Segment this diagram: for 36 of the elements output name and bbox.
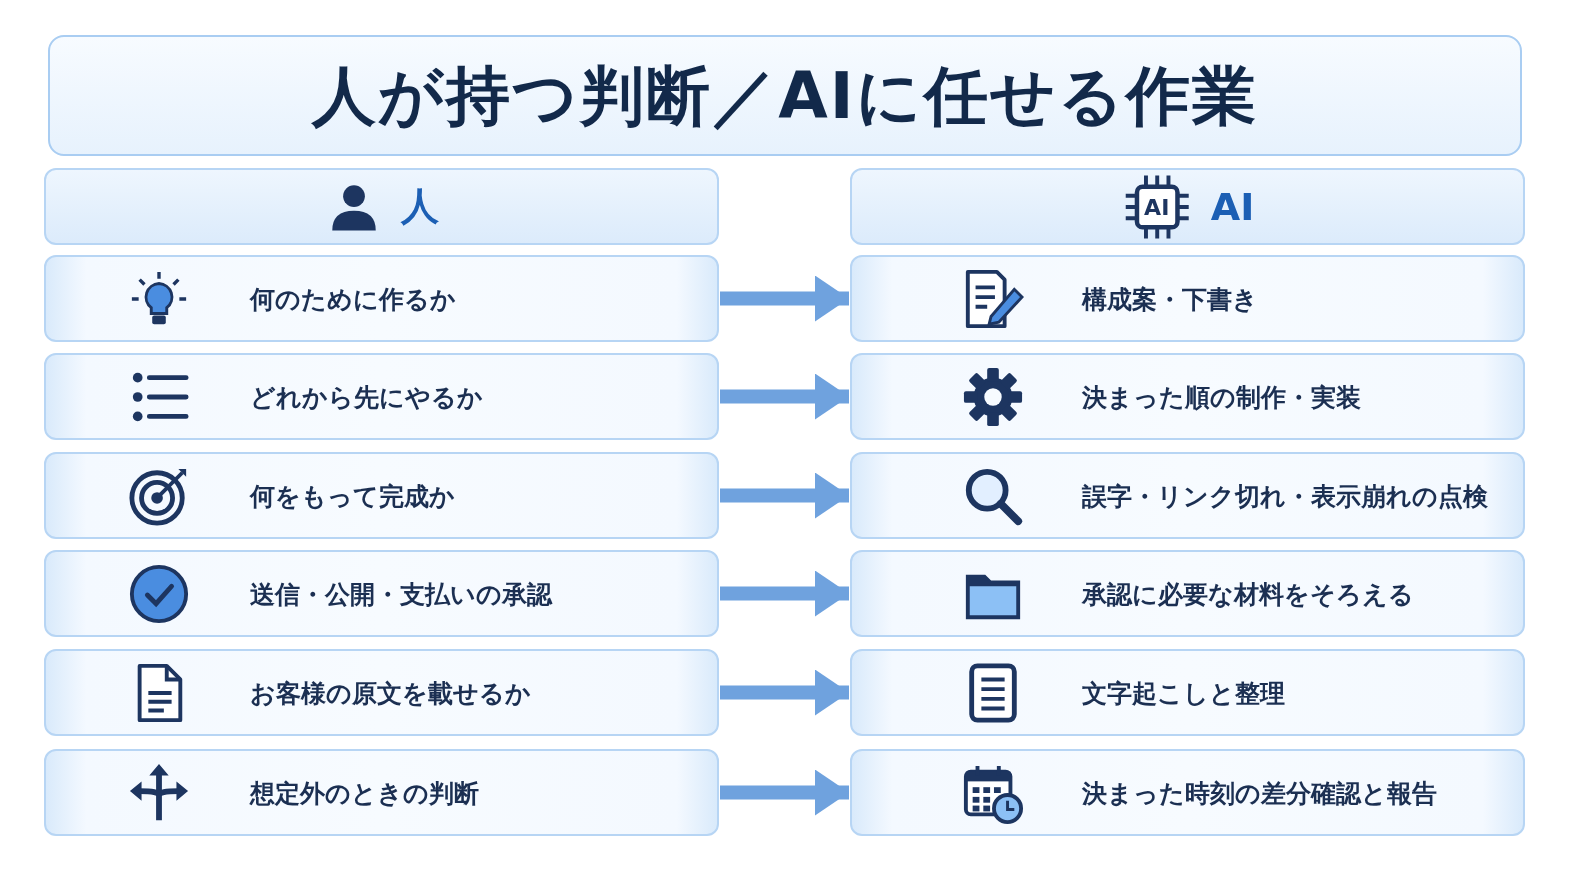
task-text: どれから先にやるか	[250, 381, 483, 413]
task-box	[850, 749, 1525, 836]
task-text: 何をもって完成か	[250, 480, 455, 512]
task-text: 文字起こしと整理	[1082, 677, 1285, 709]
arrow	[720, 669, 849, 716]
task-text: 誤字・リンク切れ・表示崩れの点検	[1082, 480, 1488, 512]
column-heading: AI	[1210, 184, 1255, 229]
task-box	[850, 649, 1525, 736]
column-header	[850, 168, 1525, 245]
column-heading: 人	[400, 183, 439, 230]
task-text: 決まった時刻の差分確認と報告	[1082, 777, 1437, 809]
task-text: 承認に必要な材料をそろえる	[1082, 578, 1414, 610]
task-text: 決まった順の制作・実装	[1082, 381, 1361, 413]
column-header	[44, 168, 719, 245]
title: 人が持つ判断／AIに任せる作業	[312, 57, 1258, 134]
arrow	[720, 570, 849, 617]
task-text: 送信・公開・支払いの承認	[250, 578, 552, 610]
task-box	[44, 649, 719, 736]
task-box	[44, 452, 719, 539]
task-text: 構成案・下書き	[1082, 283, 1258, 315]
arrow	[720, 769, 849, 816]
task-box	[44, 749, 719, 836]
task-box	[44, 550, 719, 637]
task-box	[850, 550, 1525, 637]
task-box	[44, 255, 719, 342]
task-text: お客様の原文を載せるか	[250, 677, 531, 709]
task-box	[850, 353, 1525, 440]
task-box	[44, 353, 719, 440]
task-text: 想定外のときの判断	[250, 777, 479, 809]
task-box	[850, 255, 1525, 342]
arrow	[720, 472, 849, 519]
arrow	[720, 275, 849, 322]
task-text: 何のために作るか	[250, 283, 456, 315]
chip-label: AI	[1144, 194, 1170, 219]
arrow	[720, 373, 849, 420]
task-box	[850, 452, 1525, 539]
